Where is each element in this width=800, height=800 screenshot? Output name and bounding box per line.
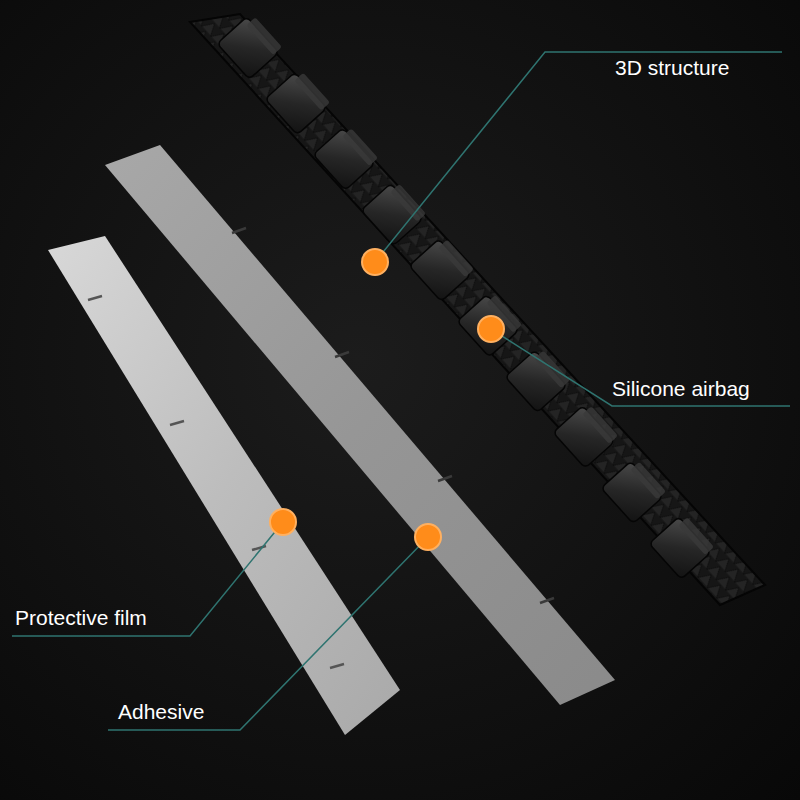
airbag-block — [649, 513, 715, 579]
callout-label: Silicone airbag — [612, 377, 750, 401]
silicone-airbags — [217, 13, 715, 579]
callout-label: Protective film — [15, 606, 147, 630]
callout-dots — [270, 249, 504, 550]
airbag-block — [313, 124, 379, 190]
protective-film-strip — [48, 236, 400, 735]
airbag-block — [265, 68, 331, 134]
airbag-block — [505, 346, 571, 412]
structure-base — [190, 14, 765, 605]
airbag-block — [217, 13, 283, 79]
leader-lines — [12, 52, 790, 730]
airbag-block — [601, 457, 667, 523]
callout-label: Adhesive — [118, 700, 204, 724]
airbag-block — [553, 402, 619, 468]
callout-label: 3D structure — [615, 56, 729, 80]
airbag-block — [409, 235, 475, 301]
airbag-block — [361, 179, 427, 245]
airbag-block — [457, 291, 523, 357]
